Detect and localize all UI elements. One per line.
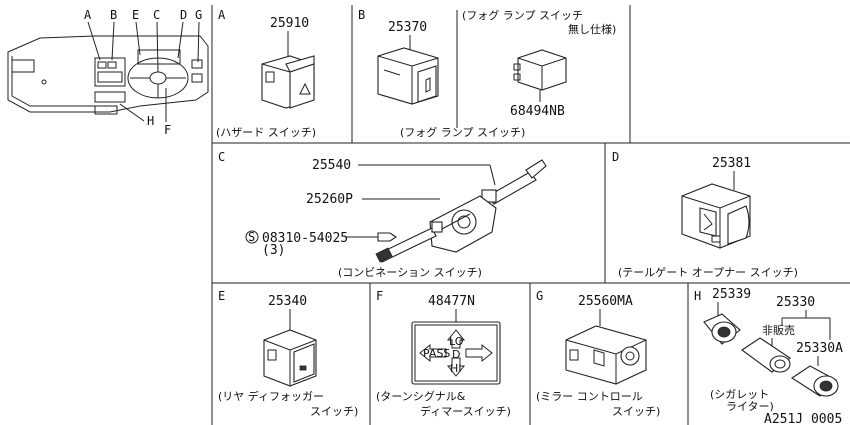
- symbol-lo: LO: [449, 335, 464, 348]
- part-25260p: 25260P: [306, 192, 353, 207]
- panel-f-letter: F: [376, 289, 383, 303]
- screw-drawing: [378, 233, 396, 241]
- part-48477n: 48477N: [428, 294, 475, 309]
- symbol-pass: PASS: [423, 347, 450, 360]
- overview-letter-b: B: [110, 8, 117, 22]
- caption-e-line1: (リヤ ディフォッガー: [218, 389, 324, 403]
- panel-e-letter: E: [218, 289, 225, 303]
- caption-d: (テールゲート オープナー スイッチ): [618, 266, 798, 279]
- part-25910: 25910: [270, 16, 309, 31]
- rear-defogger-switch-drawing: [264, 330, 316, 386]
- overview-letter-e: E: [132, 8, 139, 22]
- panel-a-letter: A: [218, 8, 226, 22]
- caption-b: (フォグ ランプ スイッチ): [400, 125, 525, 139]
- overview-letter-d: D: [180, 8, 187, 22]
- overview-letter-g: G: [195, 8, 202, 22]
- caption-a: (ハザード スイッチ): [216, 126, 316, 139]
- screw-symbol: S: [248, 230, 255, 244]
- part-25560ma: 25560MA: [578, 294, 633, 309]
- overview-letter-h: H: [147, 114, 154, 128]
- overview-letter-c: C: [153, 8, 160, 22]
- caption-g-line1: (ミラー コントロール: [536, 390, 643, 403]
- part-25370: 25370: [388, 20, 427, 35]
- combination-switch-drawing: [376, 160, 546, 262]
- part-25339: 25339: [712, 287, 751, 302]
- panel-g-letter: G: [536, 289, 543, 303]
- part-25381: 25381: [712, 156, 751, 171]
- caption-e-line2: スイッチ): [310, 405, 358, 418]
- part-25540: 25540: [312, 158, 351, 173]
- dashboard-overview: A B E C D G H F: [8, 8, 208, 137]
- hazard-switch-drawing: [262, 56, 314, 108]
- note-b-line2: 無し仕様): [568, 22, 616, 36]
- blank-cover-drawing: [514, 50, 566, 90]
- caption-f-line2: ディマースイッチ): [420, 404, 511, 418]
- overview-letter-a: A: [84, 8, 92, 22]
- panel-h-letter: H: [694, 289, 701, 303]
- not-sold-note: 非販売: [762, 324, 795, 337]
- fog-lamp-switch-drawing: [378, 48, 438, 104]
- panel-c: C 25540 25260P S 08310-54025 (3) (コンビネーシ…: [218, 150, 546, 279]
- tailgate-opener-switch-drawing: [682, 184, 750, 248]
- note-b-line1: (フォグ ランプ スイッチ: [462, 8, 583, 22]
- overview-letter-f: F: [164, 123, 171, 137]
- panel-b-letter: B: [358, 8, 365, 22]
- symbol-d: D: [452, 348, 460, 361]
- panel-a: A 25910 (ハザード スイッチ): [216, 8, 316, 139]
- panel-b: B 25370 (フォグ ランプ スイッチ 無し仕様) 68494NB (フォグ…: [358, 8, 616, 139]
- panel-c-letter: C: [218, 150, 225, 164]
- caption-f-line1: (ターンシグナル&: [376, 389, 466, 403]
- panel-h: H 25339 25330 非販売 25330A (シガレット ライター) A2…: [694, 287, 843, 425]
- part-25340: 25340: [268, 294, 307, 309]
- mirror-control-switch-drawing: [566, 326, 646, 384]
- part-25330: 25330: [776, 295, 815, 310]
- caption-g-line2: スイッチ): [612, 405, 660, 418]
- footer-code: A251J 0005: [764, 412, 842, 425]
- screw-qty: (3): [262, 243, 285, 258]
- part-25330a: 25330A: [796, 341, 843, 356]
- panel-g: G 25560MA (ミラー コントロール スイッチ): [536, 289, 660, 418]
- panel-d: D 25381 (テールゲート オープナー スイッチ): [612, 150, 798, 279]
- panel-e: E 25340 (リヤ ディフォッガー スイッチ): [218, 289, 358, 418]
- symbol-hi: HI: [450, 362, 462, 375]
- panel-f: F 48477N LO HI PASS D (ターンシグナル& ディマースイッチ…: [376, 289, 511, 418]
- caption-c: (コンビネーション スイッチ): [338, 266, 482, 279]
- panel-d-letter: D: [612, 150, 619, 164]
- part-68494nb: 68494NB: [510, 104, 565, 119]
